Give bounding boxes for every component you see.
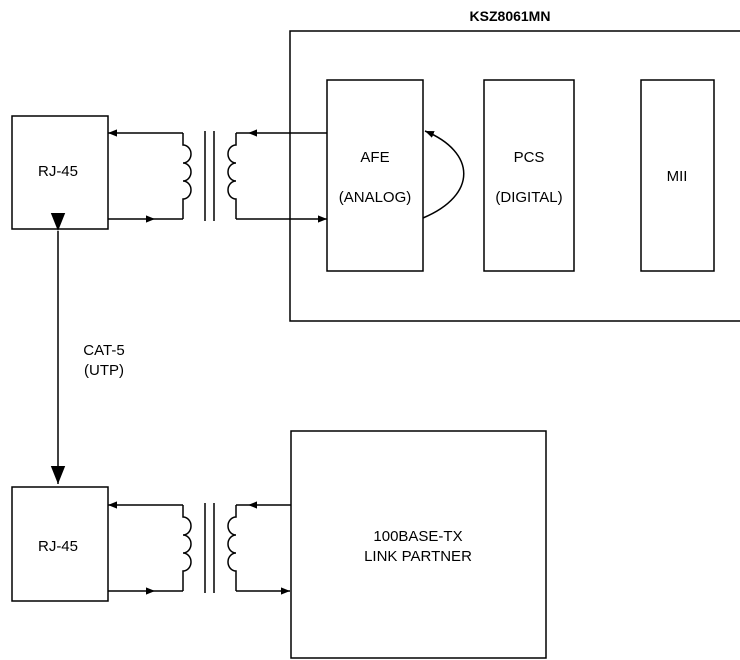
bottom-transformer-left-coil (182, 505, 192, 591)
chip-title: KSZ8061MN (470, 8, 551, 24)
cable-label: CAT-5 (83, 342, 124, 359)
afe-sublabel: (ANALOG) (339, 189, 412, 206)
link-partner-label: 100BASE-TX (373, 528, 462, 545)
afe-label: AFE (360, 149, 389, 166)
pcs-sublabel: (DIGITAL) (495, 189, 562, 206)
rj45-bottom-block (11, 486, 109, 602)
bottom-transformer-core (204, 503, 215, 593)
afe-block (326, 79, 424, 272)
rj45-bottom-label: RJ-45 (38, 538, 78, 555)
link-partner-sublabel: LINK PARTNER (364, 548, 472, 565)
mii-block (640, 79, 715, 272)
top-transformer-core (204, 131, 215, 221)
chip-outline (289, 30, 740, 322)
top-transformer-left-coil (182, 133, 192, 219)
afe-loopback-arrow (422, 130, 465, 219)
pcs-block (483, 79, 575, 272)
rj45-top-block (11, 115, 109, 230)
rj45-top-label: RJ-45 (38, 163, 78, 180)
mii-label: MII (667, 168, 688, 185)
pcs-label: PCS (514, 149, 545, 166)
link-partner-block (290, 430, 547, 659)
top-transformer-right-coil (227, 133, 237, 219)
bottom-transformer-right-coil (227, 505, 237, 591)
cable-sublabel: (UTP) (84, 362, 124, 379)
